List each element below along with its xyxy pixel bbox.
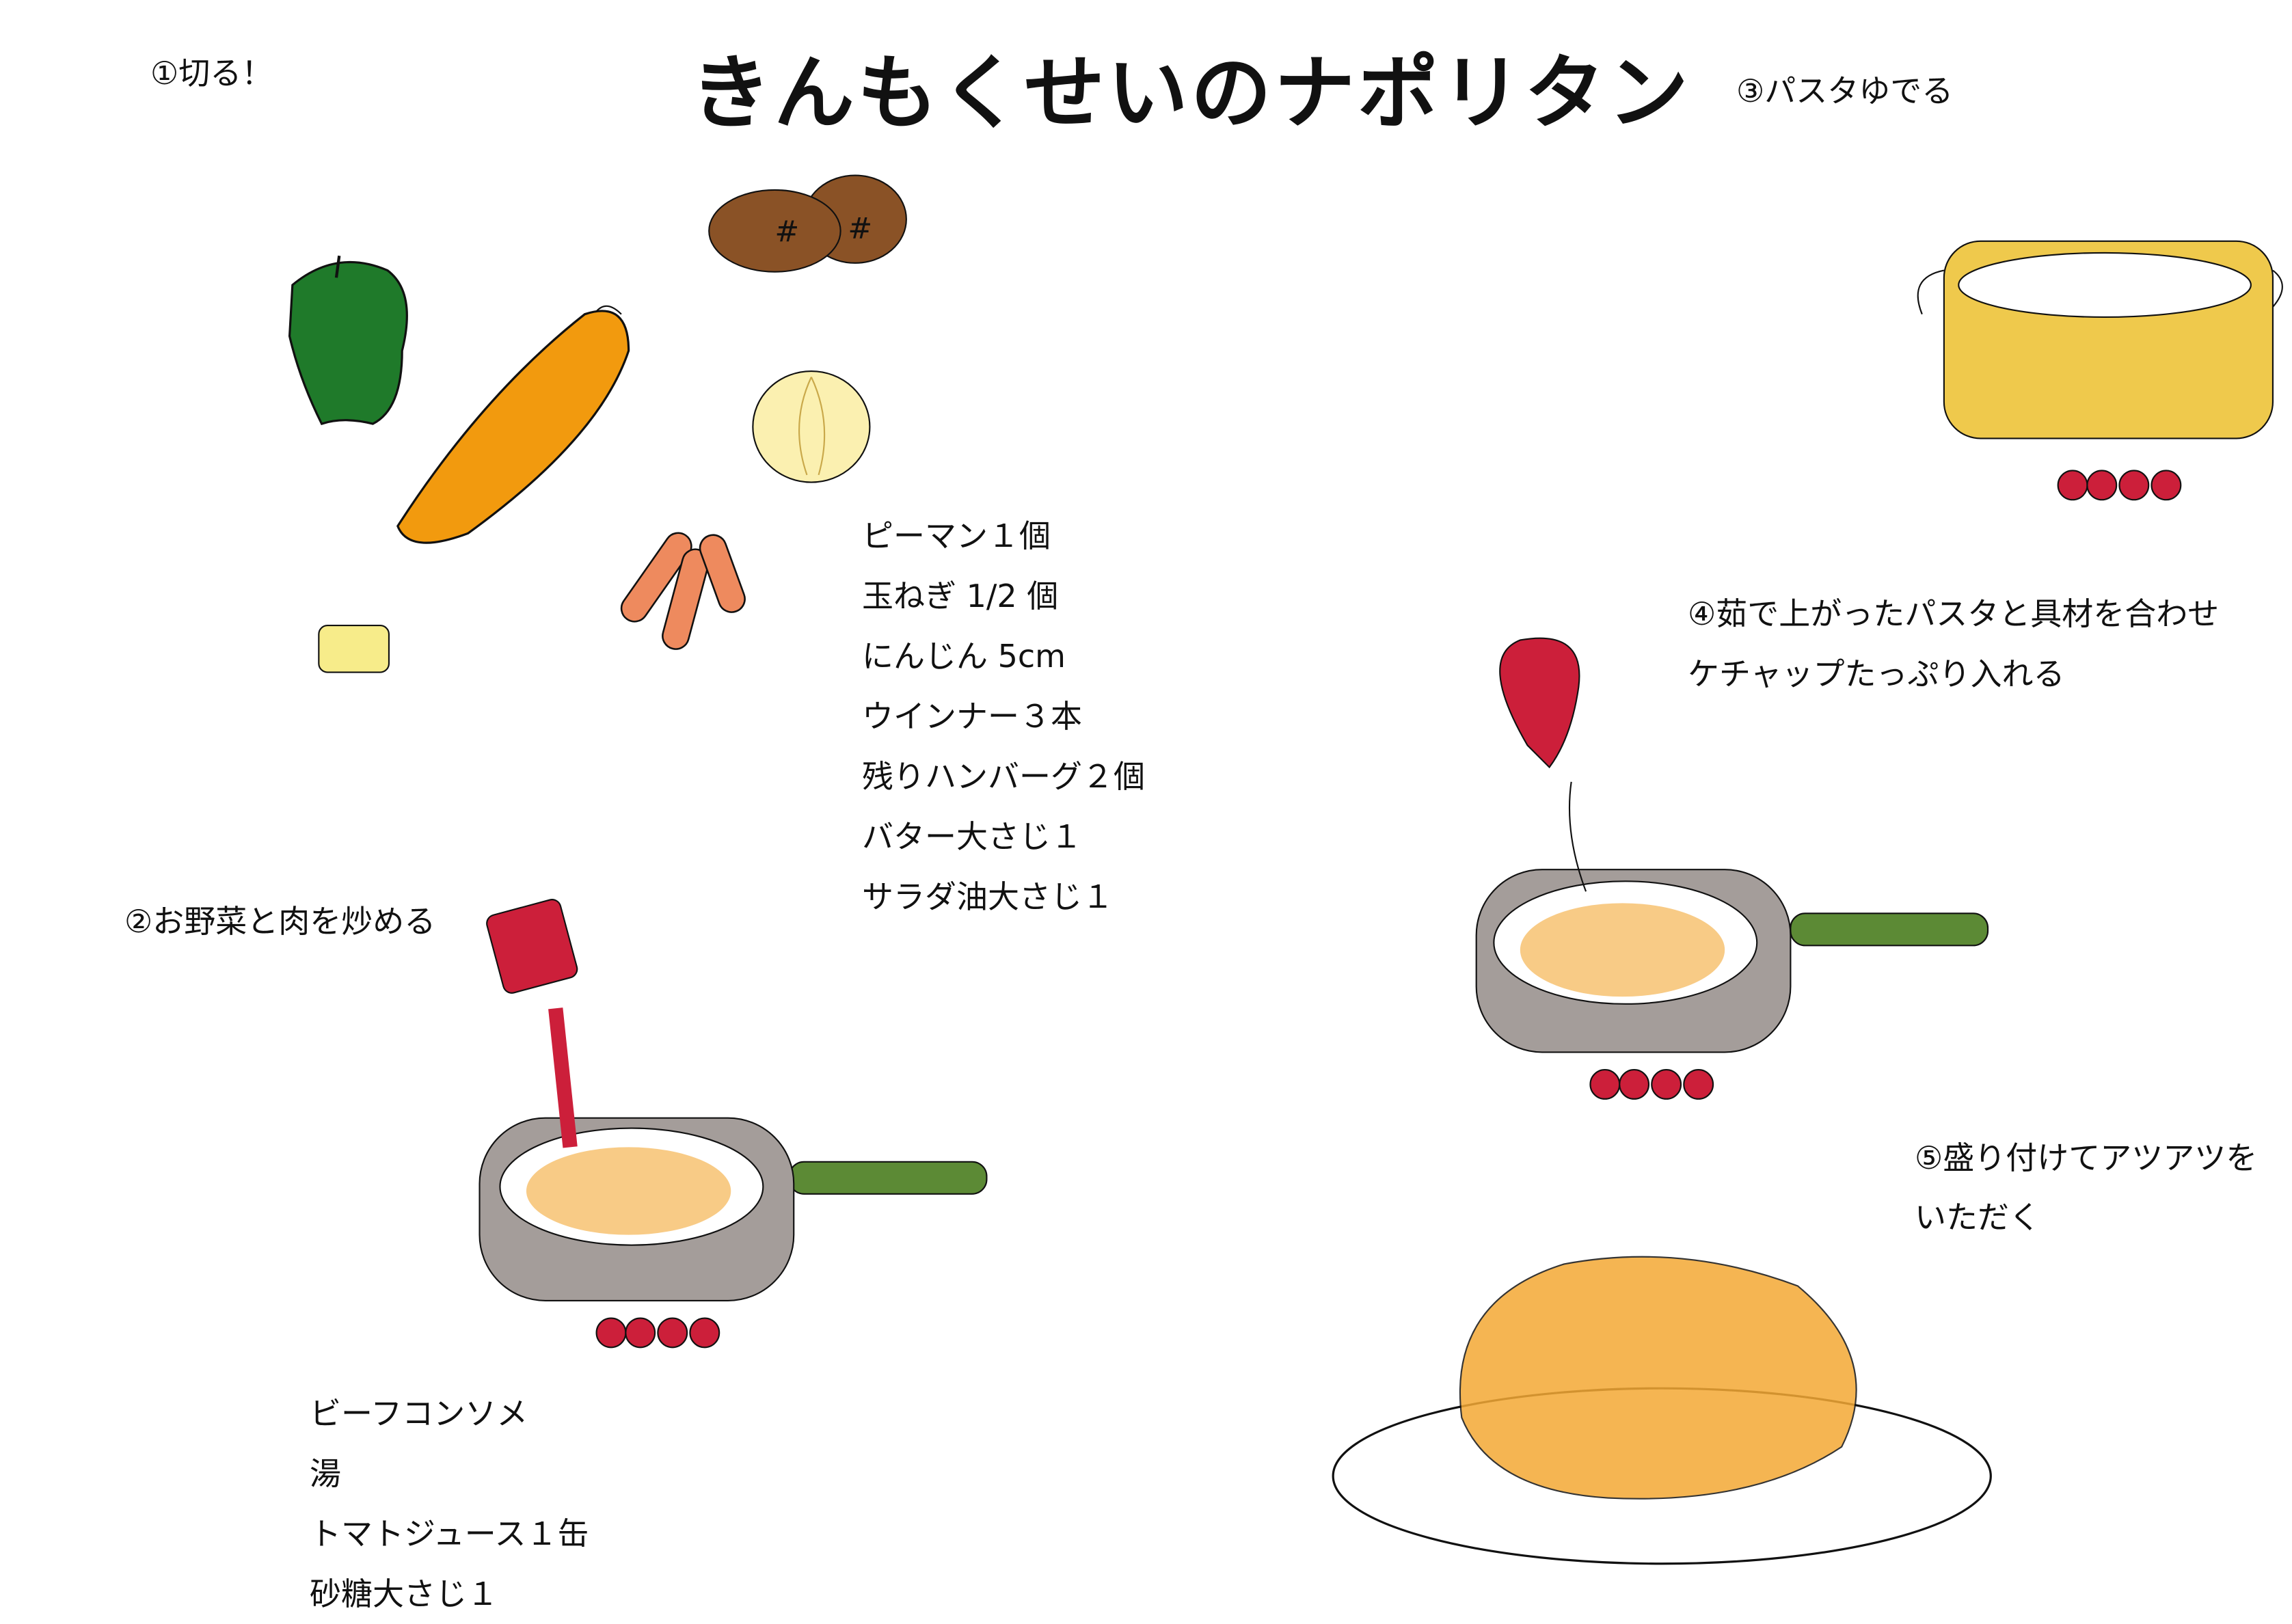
butter-illustration: [318, 625, 390, 673]
ingredient-list: ピーマン１個 玉ねぎ 1/2 個 にんじん 5cm ウインナー３本 残りハンバー…: [862, 506, 1145, 927]
green-pepper-illustration: [288, 255, 408, 426]
carrot-illustration: [396, 305, 630, 544]
ingredient-item: ピーマン１個: [862, 517, 1051, 554]
step5-label-line2: いただく: [1915, 1199, 2040, 1236]
step5-label-line1: ⑤盛り付けてアツアツを: [1915, 1139, 2258, 1176]
flame-icon-step4: [1589, 1069, 1714, 1100]
sauce-ingredient-item: ビーフコンソメ: [310, 1395, 528, 1432]
flame-icon-step2: [595, 1317, 720, 1349]
step4-label-line2: ケチャップたっぷり入れる: [1688, 655, 2065, 692]
frying-pan-step2: [478, 899, 988, 1301]
step2-label: ②お野菜と肉を炒める: [124, 903, 436, 940]
ingredient-item: サラダ油大さじ１: [862, 878, 1114, 915]
step4-label-line1: ④茹で上がったパスタと具材を合わせ: [1688, 595, 2220, 632]
pot-illustration: [1917, 240, 2283, 439]
napolitan-plate-illustration: [1332, 1256, 1992, 1565]
ingredient-item: 玉ねぎ 1/2 個: [862, 578, 1059, 614]
page-title: きんもくせいのナポリタン: [690, 46, 1692, 140]
svg-text:#: #: [774, 215, 799, 249]
ingredient-item: バター大さじ１: [862, 818, 1082, 855]
frying-pan-step4: [1475, 637, 1989, 1053]
sauce-ingredient-item: 砂糖大さじ１: [310, 1575, 498, 1612]
ingredient-item: 残りハンバーグ２個: [862, 758, 1145, 795]
hamburger-illustration: ##: [708, 174, 907, 273]
svg-text:#: #: [848, 212, 872, 246]
sauce-ingredient-item: トマトジュース１缶: [310, 1515, 589, 1552]
step1-label: ①切る！: [150, 55, 273, 92]
flame-icon-pot: [2057, 470, 2182, 501]
ingredient-item: にんじん 5cm: [862, 638, 1066, 675]
onion-illustration: [752, 370, 871, 483]
ingredient-item: ウインナー３本: [862, 698, 1082, 735]
step3-label: ③パスタゆでる: [1736, 72, 1954, 109]
sauce-ingredient-item: 湯: [310, 1455, 341, 1492]
sauce-ingredient-list: ビーフコンソメ 湯 トマトジュース１缶 砂糖大さじ１: [310, 1383, 589, 1624]
sausages-illustration: [620, 532, 746, 650]
